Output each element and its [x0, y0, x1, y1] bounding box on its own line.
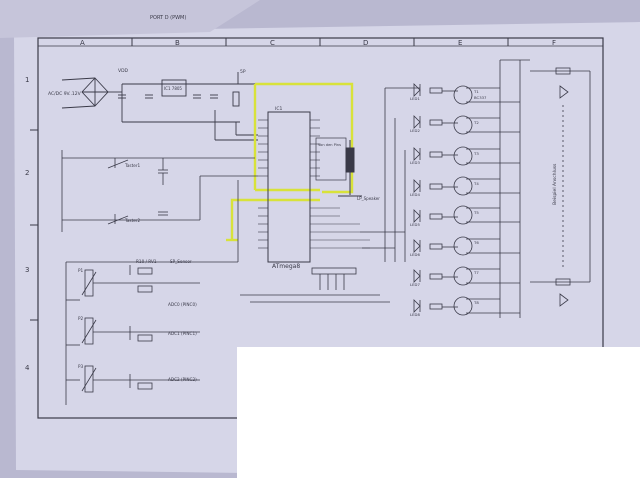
mcu-name: ATmega8 — [272, 263, 300, 270]
adc0-label: ADC0 (PINC0) — [168, 302, 197, 307]
regulator-label: IC1 7805 — [164, 86, 182, 91]
row-label-1: 1 — [25, 76, 29, 84]
led-8-label: LED8 — [410, 312, 420, 317]
blank-overlay — [237, 347, 640, 478]
led-7-label: LED7 — [410, 282, 420, 287]
pot-p3-label: P3 — [78, 364, 84, 369]
led-2-label: LED2 — [410, 128, 420, 133]
led-3-label: LED3 — [410, 160, 420, 165]
power-input-label: AC/DC 9V..12V — [48, 91, 82, 97]
pot-r10-label: R10 / RV1 — [136, 259, 157, 264]
led-1-label: LED1 — [410, 96, 420, 101]
power-supply — [61, 72, 258, 141]
transistor-1-label: T1 — [473, 89, 479, 94]
button-section — [61, 150, 258, 232]
vp-label: 5P — [240, 69, 246, 75]
col-label-b: B — [175, 39, 180, 47]
adc2-label: ADC2 (PINC2) — [168, 377, 197, 382]
col-label-c: C — [270, 39, 275, 47]
transistor-7-label: T7 — [473, 270, 479, 275]
vdd-label: VDD — [118, 68, 129, 74]
transistor-2-label: T2 — [473, 120, 479, 125]
row-label-2: 2 — [25, 169, 29, 177]
driver-bank — [360, 59, 591, 318]
col-label-d: D — [363, 39, 368, 47]
speaker-label: LP_Speaker — [357, 196, 380, 201]
pot-p1-label: P1 — [78, 268, 84, 273]
speaker-note: Von den Pins — [318, 143, 341, 147]
potentiometer-section — [65, 180, 239, 405]
pot-p2-label: P2 — [78, 316, 84, 321]
transistor-type-label: BC337 — [474, 95, 487, 100]
button-2-label: Taster2 — [124, 218, 141, 223]
col-label-f: F — [552, 39, 556, 47]
button-1-label: Taster1 — [124, 163, 141, 168]
pin-header — [240, 267, 390, 303]
col-label-e: E — [458, 39, 462, 47]
led-6-label: LED6 — [410, 252, 420, 257]
row-label-3: 3 — [25, 266, 29, 274]
mcu-ref: IC1 — [275, 106, 282, 112]
transistor-3-label: T3 — [473, 151, 479, 156]
led-5-label: LED5 — [410, 222, 420, 227]
microcontroller — [258, 111, 370, 263]
col-label-a: A — [80, 39, 85, 47]
page-corner — [0, 0, 260, 38]
right-note: Beispiel Anschluss — [552, 163, 558, 205]
highlight-traces — [226, 82, 354, 242]
row-label-4: 4 — [25, 364, 30, 372]
led-4-label: LED4 — [410, 192, 420, 197]
transistor-8-label: T8 — [473, 300, 479, 305]
sensor-label: SP_Sensor — [170, 259, 192, 264]
transistor-4-label: T4 — [473, 181, 479, 186]
transistor-6-label: T6 — [473, 240, 479, 245]
transistor-5-label: T5 — [473, 210, 479, 215]
adc1-label: ADC1 (PINC1) — [168, 331, 197, 336]
header-text: PORT D (PWM) — [150, 15, 186, 21]
